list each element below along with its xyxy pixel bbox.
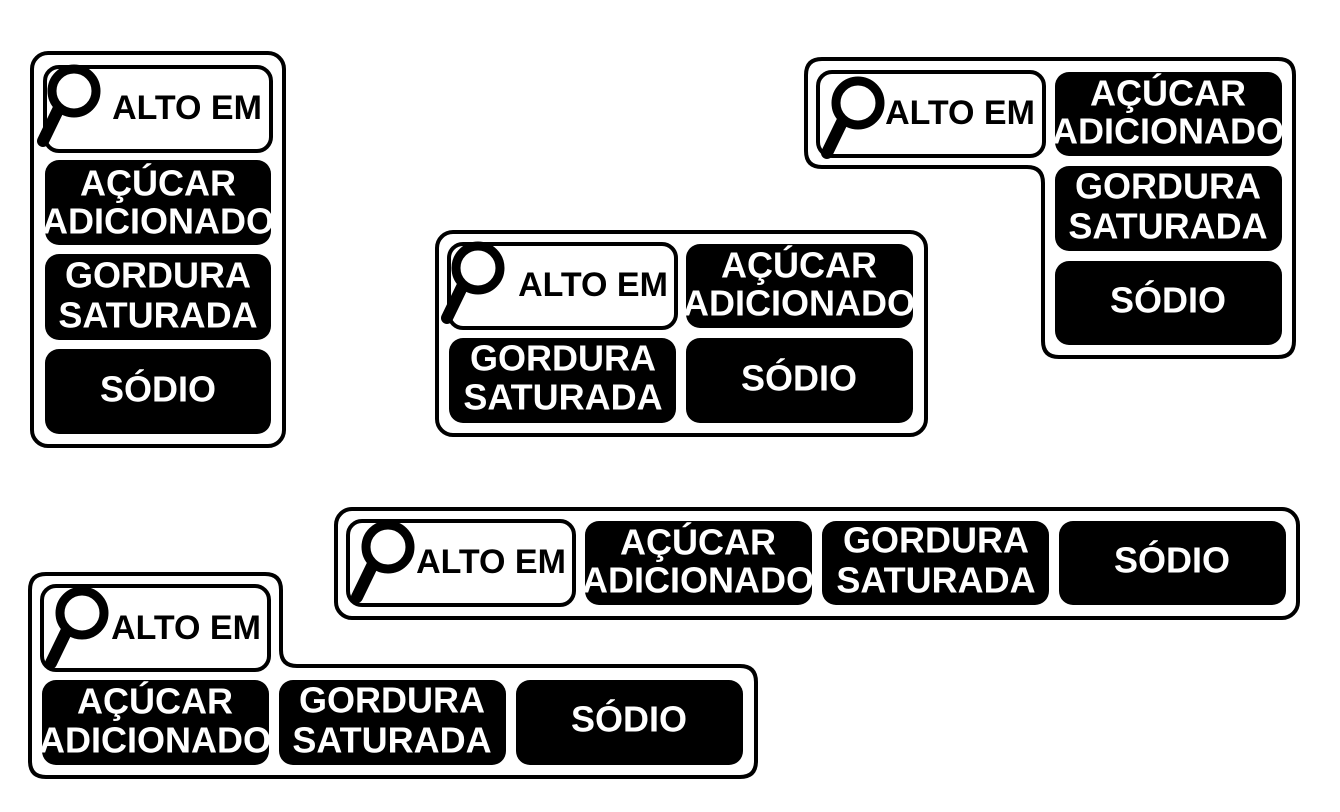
sugar-panel: AÇÚCAR ADICIONADO	[42, 160, 274, 245]
sugar-line2: ADICIONADO	[1052, 111, 1284, 152]
sodium-text: SÓDIO	[1114, 539, 1230, 581]
fat-line1: GORDURA	[843, 520, 1029, 561]
warning-label-l-shape-right: ALTO EM AÇÚCAR ADICIONADO GORDURA SATURA…	[804, 57, 1296, 359]
sugar-line2: ADICIONADO	[39, 720, 271, 761]
alto-em-text: ALTO EM	[518, 266, 668, 304]
alto-em-header: ALTO EM	[346, 519, 576, 607]
sugar-panel: AÇÚCAR ADICIONADO	[683, 244, 915, 328]
sodium-panel: SÓDIO	[686, 338, 913, 423]
sodium-panel: SÓDIO	[516, 680, 743, 765]
alto-em-header: ALTO EM	[447, 244, 678, 330]
sodium-panel: SÓDIO	[1059, 521, 1286, 605]
warning-label-vertical: ALTO EM AÇÚCAR ADICIONADO GORDURA SATURA…	[30, 51, 286, 448]
sugar-line2: ADICIONADO	[582, 560, 814, 601]
sugar-panel: AÇÚCAR ADICIONADO	[39, 680, 271, 765]
sugar-line2: ADICIONADO	[683, 283, 915, 324]
alto-em-text: ALTO EM	[416, 543, 566, 581]
fat-line1: GORDURA	[65, 255, 251, 296]
fat-line2: SATURADA	[463, 377, 662, 418]
fat-panel: GORDURA SATURADA	[822, 520, 1049, 605]
alto-em-header: ALTO EM	[816, 70, 1046, 156]
fat-panel: GORDURA SATURADA	[45, 254, 271, 340]
alto-em-header: ALTO EM	[43, 67, 273, 153]
fat-line1: GORDURA	[299, 680, 485, 721]
sugar-line2: ADICIONADO	[42, 201, 274, 242]
fat-line2: SATURADA	[292, 720, 491, 761]
warning-label-horizontal: ALTO EM AÇÚCAR ADICIONADO GORDURA SATURA…	[334, 507, 1300, 620]
sodium-panel: SÓDIO	[1055, 261, 1282, 345]
sodium-text: SÓDIO	[571, 698, 687, 740]
alto-em-text: ALTO EM	[111, 609, 261, 647]
fat-line2: SATURADA	[836, 560, 1035, 601]
fat-panel: GORDURA SATURADA	[449, 338, 676, 423]
fat-line2: SATURADA	[1068, 206, 1267, 247]
sugar-line1: AÇÚCAR	[77, 680, 233, 722]
sugar-line1: AÇÚCAR	[80, 162, 236, 204]
sugar-line1: AÇÚCAR	[721, 244, 877, 286]
sodium-text: SÓDIO	[1110, 279, 1226, 321]
sugar-line1: AÇÚCAR	[1090, 72, 1246, 114]
sugar-panel: AÇÚCAR ADICIONADO	[582, 521, 814, 605]
fat-line1: GORDURA	[1075, 166, 1261, 207]
fat-panel: GORDURA SATURADA	[1055, 166, 1282, 251]
alto-em-text: ALTO EM	[885, 94, 1035, 132]
sodium-text: SÓDIO	[741, 357, 857, 399]
fat-line2: SATURADA	[58, 295, 257, 336]
sodium-panel: SÓDIO	[45, 349, 271, 434]
warning-label-grid: ALTO EM AÇÚCAR ADICIONADO GORDURA SATURA…	[435, 230, 928, 437]
sodium-text: SÓDIO	[100, 368, 216, 410]
fat-line1: GORDURA	[470, 338, 656, 379]
sugar-panel: AÇÚCAR ADICIONADO	[1052, 72, 1284, 156]
alto-em-header: ALTO EM	[40, 584, 271, 672]
alto-em-text: ALTO EM	[112, 89, 262, 127]
fat-panel: GORDURA SATURADA	[279, 680, 506, 765]
sugar-line1: AÇÚCAR	[620, 521, 776, 563]
warning-label-l-shape-left: ALTO EM AÇÚCAR ADICIONADO GORDURA SATURA…	[28, 572, 758, 779]
